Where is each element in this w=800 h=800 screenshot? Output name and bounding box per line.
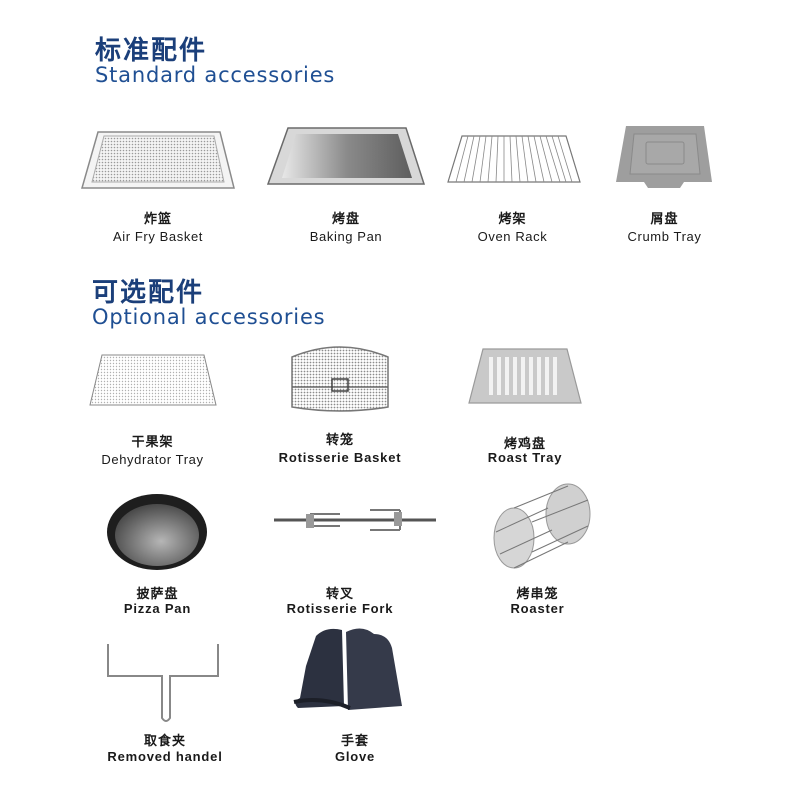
item-label-en: Crumb Tray xyxy=(627,229,702,244)
item-label-en: Rotisserie Fork xyxy=(286,601,394,616)
optional-accessories-heading-cn: 可选配件 xyxy=(92,278,205,308)
dehydrator-tray-image xyxy=(88,353,218,409)
glove-image xyxy=(292,626,404,716)
item-label-en: Air Fry Basket xyxy=(112,229,204,244)
accessory-rotisserie-basket: 转笼 Rotisserie Basket xyxy=(270,343,410,468)
baking-pan-image xyxy=(266,124,426,192)
item-label-cn: 烤串笼 xyxy=(516,587,559,602)
item-label-en: Oven Rack xyxy=(477,229,548,244)
item-label-cn: 手套 xyxy=(340,734,369,749)
item-label-cn: 烤盘 xyxy=(331,212,360,227)
accessory-dehydrator-tray: 干果架 Dehydrator Tray xyxy=(85,345,220,470)
standard-accessories-heading-en: Standard accessories xyxy=(95,63,336,87)
accessory-pizza-pan: 披萨盘 Pizza Pan xyxy=(95,490,220,620)
item-label-cn: 取食夹 xyxy=(143,734,186,749)
accessory-oven-rack: 烤架 Oven Rack xyxy=(440,120,585,250)
item-label-cn: 炸篮 xyxy=(143,212,172,227)
roaster-image xyxy=(488,482,598,572)
crumb-tray-image xyxy=(614,124,714,190)
roast-tray-image xyxy=(467,347,583,409)
optional-accessories-heading-en: Optional accessories xyxy=(92,305,326,329)
accessory-removed-handle: 取食夹 Removed handel xyxy=(100,636,230,770)
accessory-crumb-tray: 屑盘 Crumb Tray xyxy=(612,120,717,250)
item-label-en: Roaster xyxy=(510,601,565,616)
item-label-cn: 烤鸡盘 xyxy=(503,437,546,452)
item-label-en: Roast Tray xyxy=(487,450,563,465)
item-label-cn: 干果架 xyxy=(131,435,174,450)
item-label-cn: 屑盘 xyxy=(650,212,679,227)
item-label-en: Removed handel xyxy=(107,749,223,764)
item-label-en: Dehydrator Tray xyxy=(101,452,204,467)
accessory-roast-tray: 烤鸡盘 Roast Tray xyxy=(465,345,585,470)
item-label-en: Pizza Pan xyxy=(123,601,192,616)
item-label-cn: 烤架 xyxy=(498,212,527,227)
item-label-en: Glove xyxy=(334,749,376,764)
pizza-pan-image xyxy=(105,492,209,572)
accessory-air-fry-basket: 炸篮 Air Fry Basket xyxy=(78,120,238,250)
removed-handle-image xyxy=(104,636,224,726)
accessory-roaster: 烤串笼 Roaster xyxy=(480,482,595,620)
air-fry-basket-image xyxy=(80,128,236,194)
oven-rack-image xyxy=(446,134,582,186)
rotisserie-fork-image xyxy=(270,506,440,536)
item-label-cn: 披萨盘 xyxy=(136,587,179,602)
item-label-cn: 转叉 xyxy=(325,587,354,602)
item-label-cn: 转笼 xyxy=(325,433,354,448)
item-label-en: Baking Pan xyxy=(309,229,383,244)
accessory-glove: 手套 Glove xyxy=(290,626,420,770)
item-label-en: Rotisserie Basket xyxy=(278,450,402,465)
accessory-baking-pan: 烤盘 Baking Pan xyxy=(266,120,426,250)
standard-accessories-heading-cn: 标准配件 xyxy=(95,36,208,66)
rotisserie-basket-image xyxy=(288,343,392,413)
accessory-rotisserie-fork: 转叉 Rotisserie Fork xyxy=(270,490,436,620)
